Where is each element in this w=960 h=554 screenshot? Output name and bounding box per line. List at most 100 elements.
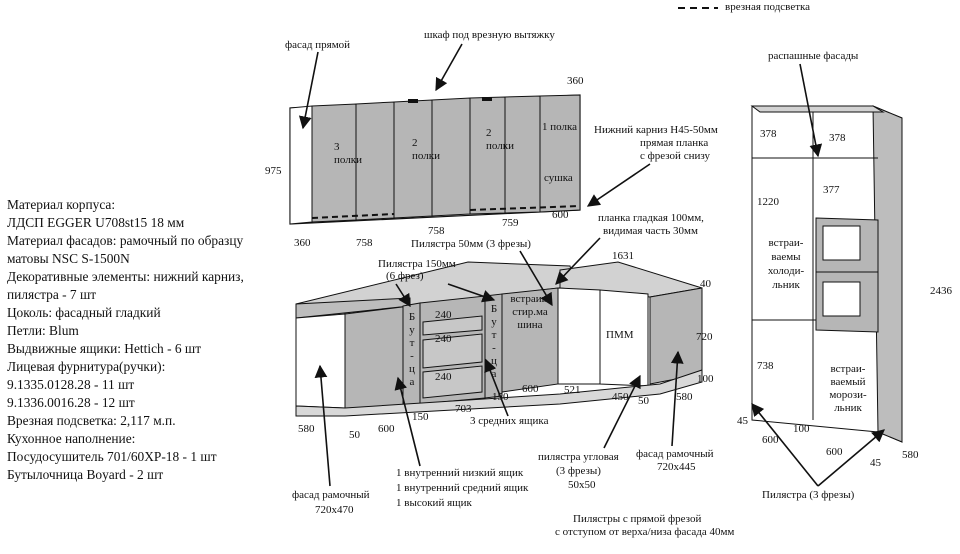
butylka2-line: т: [492, 329, 497, 341]
arrow-drawers: [394, 376, 421, 467]
upper-shelves-2a: 2: [412, 137, 418, 149]
butylka2-line: -: [492, 342, 496, 354]
spec-line: Материал корпуса:: [7, 197, 116, 212]
dim-377: 377: [823, 184, 840, 196]
fridge-line: льник: [772, 279, 800, 291]
arrow-pilaster-3-b: [817, 429, 885, 487]
butylka1-line: а: [410, 376, 415, 388]
arrow-corner-pilaster: [603, 374, 641, 449]
dim-2436: 2436: [930, 285, 953, 297]
label-mid-drawers: 3 средних ящика: [470, 415, 549, 427]
label-drawers-3: 1 высокий ящик: [396, 497, 473, 509]
arrow-frame-facade-a: [314, 364, 331, 487]
upper-shelves-3a: 3: [334, 141, 340, 153]
dim-738: 738: [757, 360, 774, 372]
dim-450: 450: [612, 391, 629, 403]
upper-shelves-2d: полки: [486, 140, 514, 152]
arrow-mid-drawers: [484, 358, 509, 417]
dim-720: 720: [696, 331, 713, 343]
butylka1-line: т: [410, 337, 415, 349]
spec-line: Цоколь: фасадный гладкий: [7, 305, 161, 320]
label-bottle-holder-1: Бут-ца: [409, 311, 415, 388]
label-strip-1: прямая планка: [640, 137, 708, 149]
upper-shelves-1: 1 полка: [542, 121, 577, 133]
spec-line: Врезная подсветка: 2,117 м.п.: [7, 413, 176, 428]
dim-100-tall: 100: [793, 423, 810, 435]
label-pilaster-3: Пилястра (3 фрезы): [762, 489, 855, 501]
dim-378-a: 378: [760, 128, 777, 140]
label-pilaster-150-a: Пилястра 150мм: [378, 258, 456, 270]
label-dishwasher: ПММ: [606, 329, 634, 341]
label-corner-pilaster-1: пилястра угловая: [538, 451, 619, 463]
dim-50-a: 50: [349, 429, 361, 441]
butylka2-line: а: [492, 368, 497, 380]
label-smooth-strip-1: планка гладкая 100мм,: [598, 212, 704, 224]
freezer-line: ваемый: [830, 376, 865, 388]
upper-cabinets: [289, 94, 581, 225]
arrow-pilaster-150-b: [447, 283, 496, 303]
label-facade-direct: фасад прямой: [285, 39, 350, 51]
arrow-pilaster-150-a: [395, 283, 411, 308]
butylka1-line: ц: [409, 363, 415, 375]
dim-600-tall-a: 600: [762, 434, 779, 446]
freezer-line: льник: [834, 402, 862, 414]
dim-975: 975: [265, 165, 282, 177]
label-frame-facade-b: фасад рамочный: [636, 448, 714, 460]
arrow-smooth-strip: [555, 237, 601, 285]
butylka2-line: у: [491, 316, 497, 328]
upper-shelves-2b: полки: [412, 150, 440, 162]
material-spec: Материал корпуса: ЛДСП EGGER U708st15 18 …: [7, 196, 244, 484]
label-frame-facade-b-size: 720х445: [657, 461, 696, 473]
spec-line: Лицевая фурнитура(ручки):: [7, 359, 166, 374]
dim-703: 703: [455, 403, 472, 415]
washer-line: шина: [517, 319, 542, 331]
butylka1-line: Б: [409, 311, 415, 323]
dim-1220: 1220: [757, 196, 780, 208]
label-corner-pilaster-2: (3 фрезы): [556, 465, 601, 477]
dim-580-tall: 580: [902, 449, 919, 461]
label-corner-pilaster-3: 50х50: [568, 479, 596, 491]
upper-shelves-2c: 2: [486, 127, 492, 139]
dim-240-b: 240: [435, 333, 452, 345]
label-frame-facade-a-size: 720х470: [315, 504, 354, 516]
base-cabinets: [295, 261, 703, 417]
washer-line: стир.ма: [512, 306, 548, 318]
label-strip-2: с фрезой снизу: [640, 150, 710, 162]
dim-360-top: 360: [567, 75, 584, 87]
spec-line: Материал фасадов: рамочный по образцу: [7, 233, 244, 248]
arrow-swing-facades: [799, 63, 823, 158]
label-pilaster-150-b: (6 фрез): [386, 270, 424, 282]
label-pilasters-note-2: с отступом от верха/низа фасада 40мм: [555, 526, 734, 538]
dim-758-a: 758: [356, 237, 373, 249]
arrow-pilaster-3-a: [751, 403, 819, 487]
dim-759: 759: [502, 217, 519, 229]
dim-758-b: 758: [428, 225, 445, 237]
butylka2-line: Б: [491, 303, 497, 315]
tall-unit: [750, 105, 903, 443]
spec-line: 9.1336.0016.28 - 12 шт: [7, 395, 135, 410]
spec-line: 9.1335.0128.28 - 11 шт: [7, 377, 135, 392]
label-smooth-strip-2: видимая часть 30мм: [603, 225, 698, 237]
dim-600-b: 600: [522, 383, 539, 395]
label-pilaster-50: Пилястра 50мм (3 фрезы): [411, 238, 531, 250]
dim-521: 521: [564, 384, 581, 396]
label-drawers-1: 1 внутренний низкий ящик: [396, 467, 524, 479]
upper-shelves-3b: полки: [334, 154, 362, 166]
dim-150-a: 150: [412, 411, 429, 423]
fridge-line: ваемы: [771, 251, 801, 263]
butylka1-line: у: [409, 324, 415, 336]
arrow-frame-facade-b: [670, 350, 684, 447]
arrow-pilaster-50: [519, 250, 553, 307]
spec-line: Выдвижные ящики: Hettich - 6 шт: [7, 341, 202, 356]
fridge-line: встраи-: [769, 237, 804, 249]
upper-dryer: сушка: [544, 172, 573, 184]
dim-100: 100: [697, 373, 714, 385]
arrow-cornice: [586, 163, 651, 207]
freezer-line: встраи-: [831, 363, 866, 375]
dim-1631: 1631: [612, 250, 634, 262]
spec-line: ЛДСП EGGER U708st15 18 мм: [7, 215, 185, 230]
label-swing-facades: распашные фасады: [768, 50, 859, 62]
